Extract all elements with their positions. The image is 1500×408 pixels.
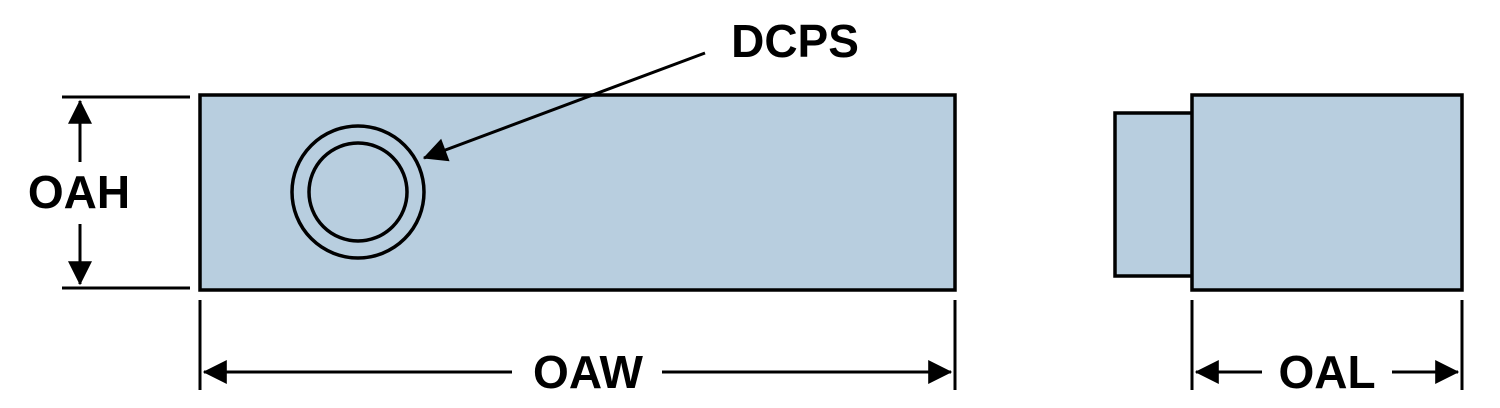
oal-label: OAL: [1278, 346, 1375, 398]
dcps-circle-outer: [290, 124, 426, 260]
oaw-label: OAW: [533, 346, 643, 398]
front-view-body: [198, 93, 957, 292]
oah-label: OAH: [28, 166, 130, 218]
dcps-label: DCPS: [731, 15, 859, 67]
side-view-body: [1190, 93, 1464, 292]
side-view-boss: [1113, 111, 1195, 278]
dcps-leader-line: [422, 51, 706, 162]
dcps-circle-inner: [307, 141, 409, 243]
